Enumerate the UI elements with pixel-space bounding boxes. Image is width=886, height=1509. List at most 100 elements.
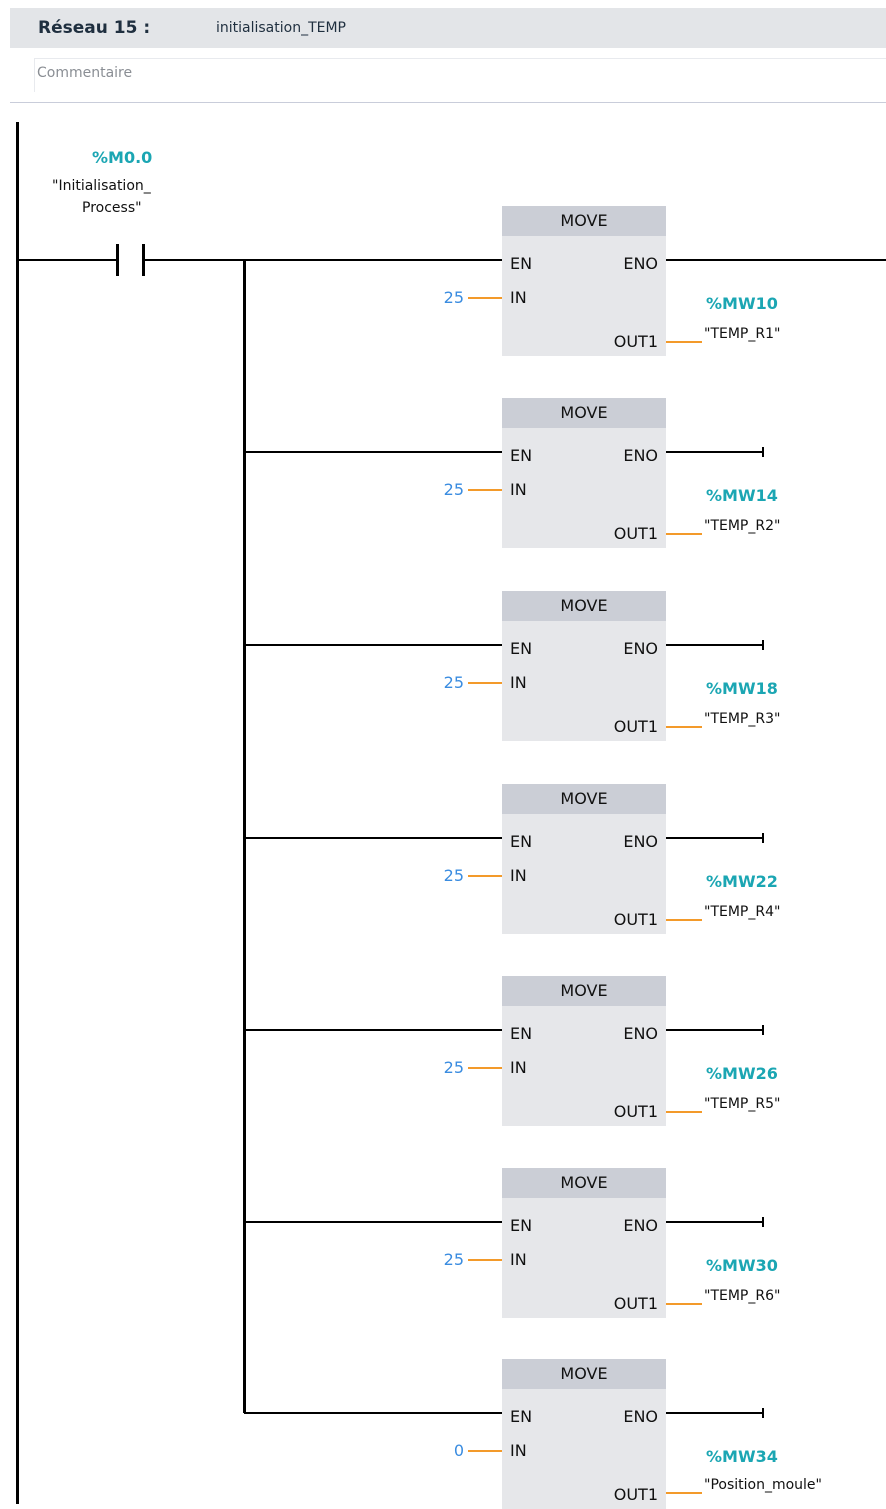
- out-address[interactable]: %MW10: [706, 294, 778, 313]
- eno-wire: [666, 644, 762, 646]
- out-tag[interactable]: "TEMP_R6": [704, 1288, 781, 1304]
- block-title: MOVE: [502, 206, 666, 236]
- move-block[interactable]: MOVE EN ENO IN OUT1: [502, 398, 666, 548]
- move-block[interactable]: MOVE EN ENO IN OUT1: [502, 976, 666, 1126]
- network-header[interactable]: Réseau 15 : initialisation_TEMP: [10, 8, 886, 48]
- eno-terminator: [762, 640, 764, 650]
- out-data-wire: [666, 533, 702, 535]
- out-address[interactable]: %MW18: [706, 679, 778, 698]
- pin-en: EN: [510, 254, 533, 273]
- block-title: MOVE: [502, 976, 666, 1006]
- block-title: MOVE: [502, 398, 666, 428]
- block-title: MOVE: [502, 591, 666, 621]
- move-block[interactable]: MOVE EN ENO IN OUT1: [502, 1359, 666, 1509]
- in-constant[interactable]: 25: [443, 1058, 464, 1077]
- move-block[interactable]: MOVE EN ENO IN OUT1: [502, 784, 666, 934]
- eno-wire: [666, 451, 762, 453]
- branch-wire: [244, 644, 502, 646]
- rung-wire-main: [145, 259, 502, 261]
- pin-in: IN: [510, 288, 527, 307]
- pin-eno: ENO: [623, 832, 658, 851]
- in-data-wire: [468, 1259, 502, 1261]
- in-data-wire: [468, 875, 502, 877]
- pin-out1: OUT1: [613, 1485, 658, 1504]
- out-tag[interactable]: "Position_moule": [704, 1477, 822, 1493]
- in-constant[interactable]: 25: [443, 866, 464, 885]
- out-data-wire: [666, 1492, 702, 1494]
- in-constant[interactable]: 25: [443, 288, 464, 307]
- eno-terminator: [762, 833, 764, 843]
- pin-eno: ENO: [623, 639, 658, 658]
- contact-symbol-right[interactable]: [142, 244, 145, 276]
- out-data-wire: [666, 726, 702, 728]
- contact-address[interactable]: %M0.0: [92, 148, 153, 167]
- move-block[interactable]: MOVE EN ENO IN OUT1: [502, 1168, 666, 1318]
- contact-symbol-left[interactable]: [116, 244, 119, 276]
- pin-in: IN: [510, 480, 527, 499]
- pin-in: IN: [510, 1250, 527, 1269]
- pin-in: IN: [510, 1058, 527, 1077]
- pin-out1: OUT1: [613, 524, 658, 543]
- out-data-wire: [666, 1303, 702, 1305]
- out-tag[interactable]: "TEMP_R1": [704, 326, 781, 342]
- branch-wire: [244, 1029, 502, 1031]
- contact-tag-line1[interactable]: "Initialisation_: [52, 178, 151, 194]
- pin-out1: OUT1: [613, 717, 658, 736]
- out-tag[interactable]: "TEMP_R3": [704, 711, 781, 727]
- in-data-wire: [468, 1067, 502, 1069]
- eno-wire: [666, 837, 762, 839]
- out-address[interactable]: %MW14: [706, 486, 778, 505]
- pin-in: IN: [510, 1441, 527, 1460]
- out-address[interactable]: %MW34: [706, 1447, 778, 1466]
- pin-eno: ENO: [623, 1024, 658, 1043]
- out-data-wire: [666, 341, 702, 343]
- branch-wire: [244, 837, 502, 839]
- out-tag[interactable]: "TEMP_R2": [704, 518, 781, 534]
- out-address[interactable]: %MW22: [706, 872, 778, 891]
- pin-out1: OUT1: [613, 332, 658, 351]
- in-data-wire: [468, 682, 502, 684]
- pin-eno: ENO: [623, 1216, 658, 1235]
- pin-en: EN: [510, 1407, 533, 1426]
- left-power-rail: [16, 122, 19, 1504]
- move-block[interactable]: MOVE EN ENO IN OUT1: [502, 591, 666, 741]
- in-constant[interactable]: 0: [453, 1441, 464, 1460]
- branch-wire: [244, 1221, 502, 1223]
- pin-in: IN: [510, 673, 527, 692]
- contact-tag-line2[interactable]: Process": [82, 200, 142, 216]
- pin-in: IN: [510, 866, 527, 885]
- in-data-wire: [468, 489, 502, 491]
- out-address[interactable]: %MW30: [706, 1256, 778, 1275]
- pin-en: EN: [510, 1024, 533, 1043]
- out-data-wire: [666, 919, 702, 921]
- pin-out1: OUT1: [613, 1102, 658, 1121]
- out-tag[interactable]: "TEMP_R5": [704, 1096, 781, 1112]
- header-divider: [10, 102, 886, 103]
- in-data-wire: [468, 297, 502, 299]
- in-constant[interactable]: 25: [443, 1250, 464, 1269]
- pin-out1: OUT1: [613, 1294, 658, 1313]
- in-constant[interactable]: 25: [443, 480, 464, 499]
- pin-eno: ENO: [623, 1407, 658, 1426]
- pin-eno: ENO: [623, 446, 658, 465]
- move-block[interactable]: MOVE EN ENO IN OUT1: [502, 206, 666, 356]
- network-title[interactable]: initialisation_TEMP: [216, 20, 346, 36]
- out-address[interactable]: %MW26: [706, 1064, 778, 1083]
- eno-terminator: [762, 1217, 764, 1227]
- branch-vertical-wire: [243, 259, 246, 1413]
- out-tag[interactable]: "TEMP_R4": [704, 904, 781, 920]
- block-title: MOVE: [502, 784, 666, 814]
- in-constant[interactable]: 25: [443, 673, 464, 692]
- pin-en: EN: [510, 446, 533, 465]
- pin-en: EN: [510, 1216, 533, 1235]
- in-data-wire: [468, 1450, 502, 1452]
- branch-wire: [244, 451, 502, 453]
- network-number: Réseau 15 :: [38, 18, 151, 38]
- eno-wire: [666, 1221, 762, 1223]
- pin-en: EN: [510, 832, 533, 851]
- eno-wire: [666, 1029, 762, 1031]
- network-comment-field[interactable]: Commentaire: [34, 58, 886, 92]
- block-title: MOVE: [502, 1359, 666, 1389]
- pin-eno: ENO: [623, 254, 658, 273]
- pin-out1: OUT1: [613, 910, 658, 929]
